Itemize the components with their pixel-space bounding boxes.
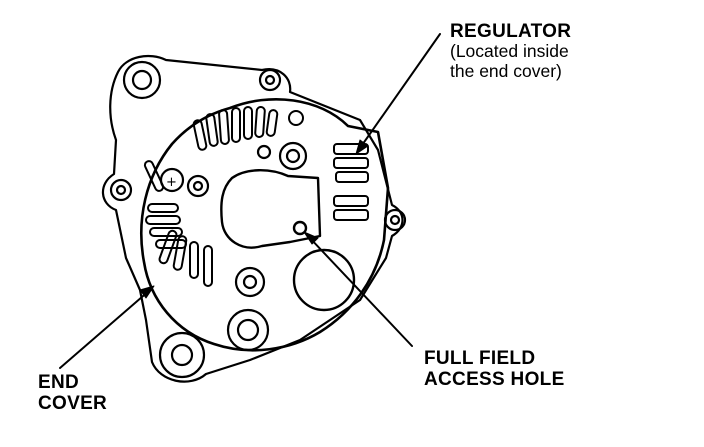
cooling-slots-left (144, 160, 212, 286)
full-field-label: FULL FIELD ACCESS HOLE (424, 348, 565, 391)
mount-ear-bottom-left (160, 333, 204, 377)
regulator-label: REGULATOR (Located inside the end cover) (450, 21, 571, 81)
cover-bolt-upper-inner (287, 150, 299, 162)
mount-ear-top-left (124, 62, 160, 98)
terminal-bolt-inner (194, 182, 202, 190)
cooling-slots-top (193, 107, 303, 151)
lower-boss-inner (238, 320, 258, 340)
arrow-full-field (303, 231, 319, 245)
rear-bearing-boss (294, 250, 354, 310)
full-field-access-hole (294, 222, 306, 234)
b-plus-terminal (161, 169, 183, 191)
full-field-line1: FULL FIELD (424, 348, 536, 369)
housing-bracket-outline (103, 56, 403, 382)
end-cover-line2: COVER (38, 393, 108, 415)
end-cover-label: END COVER (38, 372, 107, 415)
mount-bolt-top-inner (266, 76, 274, 84)
leader-full-field (308, 236, 412, 346)
arrow-regulator (355, 139, 369, 155)
cover-bolt-lower-inner (244, 276, 256, 288)
regulator-note-line2: the end cover) (450, 60, 562, 81)
mount-bolt-right-inner (391, 216, 399, 224)
lower-boss (228, 310, 268, 350)
brush-holder-outline (221, 170, 320, 247)
regulator-title: REGULATOR (450, 21, 572, 42)
mount-bolt-left (111, 180, 131, 200)
cover-bolt-lower (236, 268, 264, 296)
terminal-bolt (188, 176, 208, 196)
leader-regulator (360, 34, 440, 148)
cover-bolt-upper (280, 143, 306, 169)
mount-bolt-top (260, 70, 280, 90)
regulator-fins (334, 144, 368, 220)
end-cover-outline (141, 99, 388, 350)
mount-ear-top-left-hole (133, 71, 151, 89)
b-plus-terminal-mark: + (166, 175, 177, 190)
cover-bolt-small (258, 146, 270, 158)
leader-end-cover (60, 290, 150, 368)
end-cover-line1: END (38, 372, 80, 393)
mount-bolt-left-inner (117, 186, 125, 194)
mount-ear-bottom-left-hole (172, 345, 192, 365)
regulator-note-line1: (Located inside (450, 41, 569, 62)
full-field-line2: ACCESS HOLE (424, 369, 565, 391)
arrow-end-cover (139, 285, 155, 299)
